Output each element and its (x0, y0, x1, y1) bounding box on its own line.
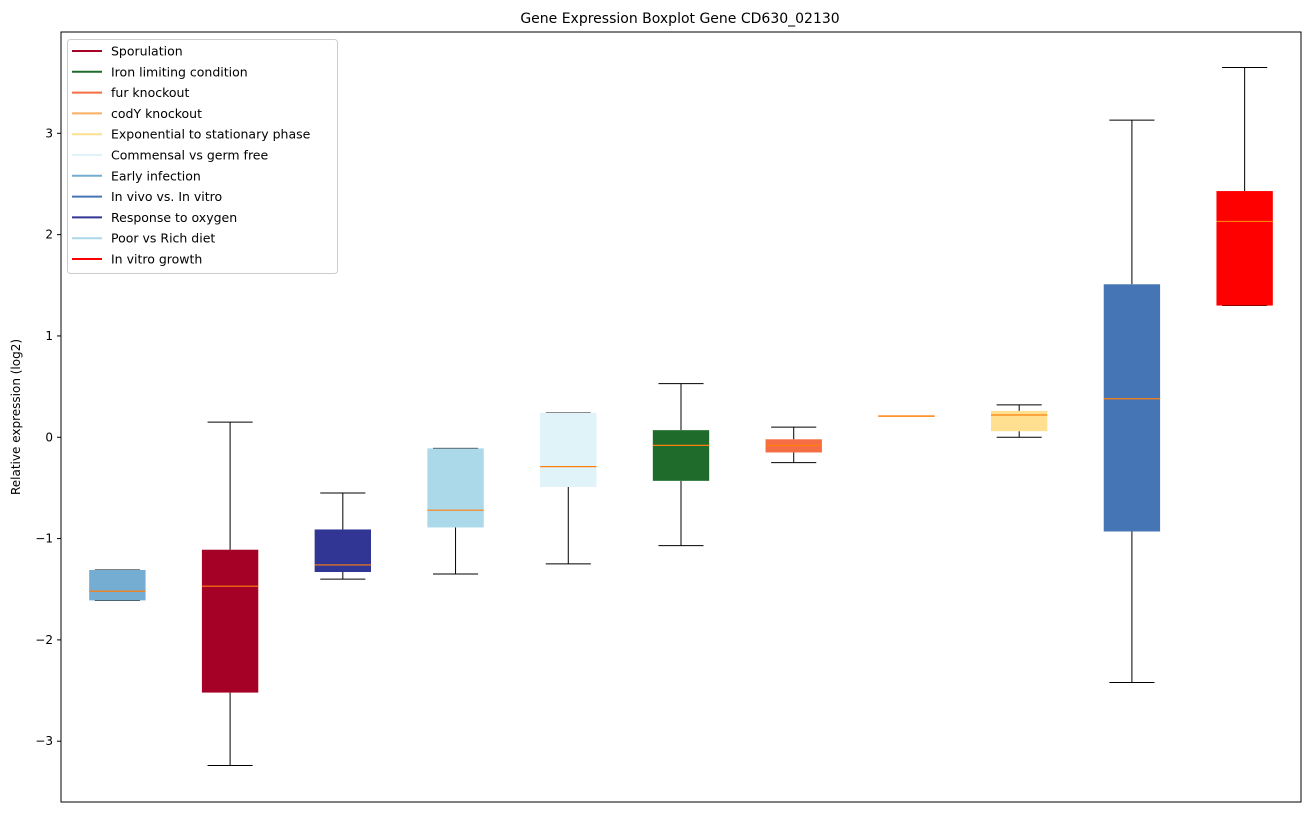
y-tick-label: −3 (35, 734, 53, 748)
legend-label: Exponential to stationary phase (111, 127, 311, 142)
legend-item: Iron limiting condition (72, 64, 248, 79)
box-cody-knockout (878, 415, 935, 417)
box-iron-limiting-condition (652, 383, 710, 547)
legend-label: Early infection (111, 168, 201, 183)
y-tick-label: 0 (45, 430, 53, 444)
legend-label: In vivo vs. In vitro (111, 189, 222, 204)
y-axis: −3 −2 −1 0 1 2 3 (35, 126, 61, 748)
legend-item: In vitro growth (72, 252, 202, 267)
box-iqr (1103, 284, 1161, 532)
legend-item: Poor vs Rich diet (72, 231, 215, 246)
legend-item: Early infection (72, 168, 201, 183)
legend-item: Response to oxygen (72, 210, 237, 225)
y-tick-label: 1 (45, 329, 53, 343)
box-commensal-vs-germ-free (540, 412, 597, 565)
box-poor-vs-rich-diet (427, 447, 484, 575)
box-iqr (540, 412, 597, 487)
y-tick-label: −2 (35, 633, 53, 647)
box-exponential-to-stationary-phase (991, 404, 1048, 438)
legend-label: Poor vs Rich diet (111, 231, 215, 246)
legend-box (67, 39, 338, 274)
legend-label: Commensal vs germ free (111, 148, 268, 163)
box-early-infection (89, 569, 146, 601)
box-sporulation (201, 421, 259, 767)
box-iqr (991, 410, 1048, 432)
box-fur-knockout (765, 426, 822, 464)
box-in-vivo-vs-in-vitro (1103, 119, 1161, 683)
chart-title: Gene Expression Boxplot Gene CD630_02130 (520, 11, 839, 27)
box-iqr (1216, 191, 1273, 306)
legend-item: fur knockout (72, 85, 189, 100)
y-tick-label: 3 (45, 126, 53, 140)
box-iqr (201, 549, 259, 693)
legend-label: fur knockout (111, 85, 189, 100)
legend-label: codY knockout (111, 106, 202, 121)
legend-label: In vitro growth (111, 252, 202, 267)
box-iqr (314, 529, 371, 573)
legend-item: Commensal vs germ free (72, 148, 268, 163)
legend-item: codY knockout (72, 106, 202, 121)
boxes (89, 66, 1273, 767)
legend-item: Sporulation (72, 44, 183, 59)
y-tick-label: 2 (45, 228, 53, 242)
y-axis-label: Relative expression (log2) (9, 339, 23, 495)
legend-label: Iron limiting condition (111, 64, 248, 79)
legend-item: Exponential to stationary phase (72, 127, 311, 142)
box-in-vitro-growth (1216, 66, 1273, 307)
box-iqr (427, 448, 484, 528)
box-iqr (652, 430, 710, 481)
legend-label: Sporulation (111, 44, 183, 59)
plot-frame (60, 31, 1302, 803)
legend-item: In vivo vs. In vitro (72, 189, 222, 204)
box-response-to-oxygen (314, 492, 371, 580)
box-iqr (89, 569, 146, 601)
y-tick-label: −1 (35, 532, 53, 546)
legend-label: Response to oxygen (111, 210, 237, 225)
